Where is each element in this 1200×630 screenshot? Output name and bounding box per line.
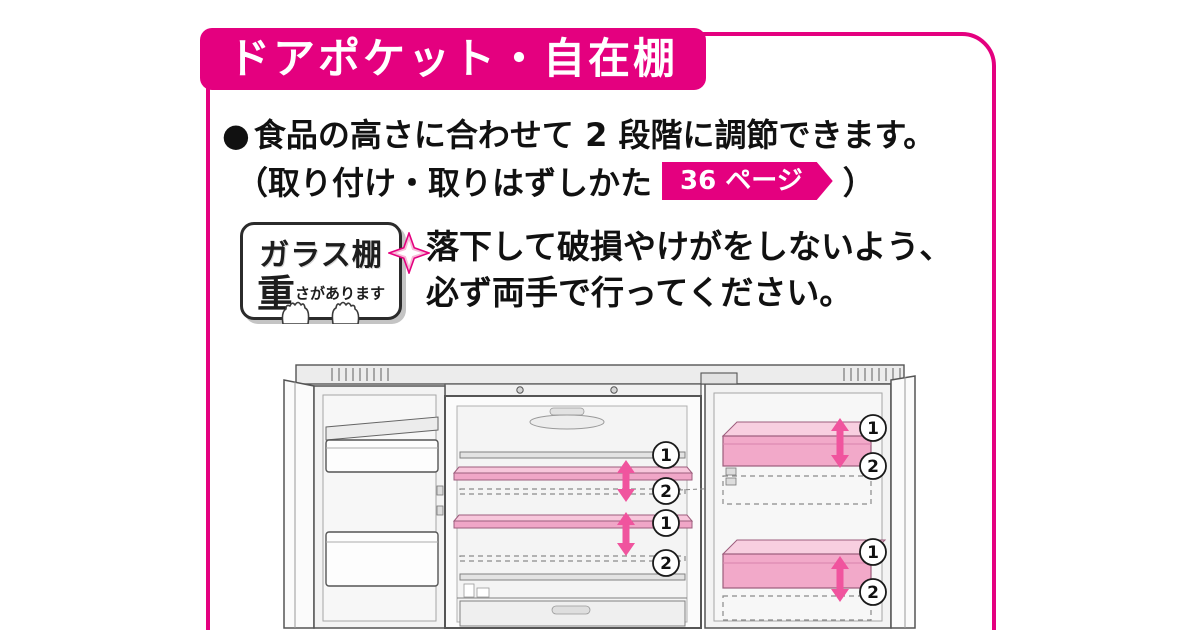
left-door-pocket-lower [325, 531, 439, 587]
hinge-cap-right [610, 386, 618, 394]
hinge-cap-left [516, 386, 524, 394]
intro-line-1: ●食品の高さに合わせて 2 段階に調節できます。 [222, 110, 935, 156]
svg-text:1: 1 [660, 514, 672, 534]
sticker-title: ガラス棚 [259, 238, 383, 273]
svg-text:2: 2 [660, 554, 672, 574]
pocket-upper-position-1-label: 1 [859, 414, 887, 442]
vent-grille-left-icon [331, 368, 389, 381]
fridge-illustration: 1 2 1 2 1 2 1 2 [283, 364, 916, 629]
shelf-gray-upper [459, 451, 686, 459]
intro-text-2-suffix: ） [842, 164, 875, 202]
warning-text: 落下して破損やけがをしないよう、 必ず両手で行ってください。 [426, 224, 952, 316]
warning-line-1: 落下して破損やけがをしないよう、 [426, 227, 953, 266]
svg-text:1: 1 [660, 446, 672, 466]
shelf-alt-position-lower [459, 555, 686, 562]
glass-shelf-warning-sticker: ガラス棚 重さがあります [240, 222, 402, 324]
adjust-arrow-pocket-upper-icon [831, 418, 849, 468]
pocket-alt-position-upper [722, 475, 872, 505]
pocket-lower-position-2-label: 2 [859, 578, 887, 606]
shelf-upper-position-1-label: 1 [652, 441, 680, 469]
intro-line-2: （取り付け・取りはずしかた 36 ページ ） [236, 158, 875, 204]
fridge-interior [444, 395, 702, 629]
left-door [283, 379, 446, 629]
pocket-upper-position-2-label: 2 [859, 452, 887, 480]
svg-text:1: 1 [867, 419, 879, 439]
position-labels: 1 2 1 2 1 2 1 2 [652, 414, 887, 606]
sticker-small-text: さがあります [295, 284, 386, 303]
door-hinge [700, 372, 738, 385]
vent-grille-right-icon [843, 368, 901, 381]
glass-shelf-pink-upper [452, 466, 694, 481]
page-reference-badge: 36 ページ [662, 162, 833, 200]
door-pocket-pink-lower [721, 539, 887, 589]
left-door-pocket-upper [325, 416, 439, 473]
warning-line-2: 必ず両手で行ってください。 [426, 273, 853, 312]
cabinet-top [295, 364, 905, 397]
sticker-subtitle: 重さがあります [243, 275, 399, 313]
adjust-arrow-shelf-lower-icon [617, 512, 635, 556]
adjust-arrow-shelf-upper-icon [617, 460, 635, 502]
shelf-alt-position-upper [459, 488, 686, 495]
intro-text-2-prefix: （取り付け・取りはずしかた [236, 164, 653, 202]
sparkle-icon [388, 232, 430, 274]
shelf-lower-position-2-label: 2 [652, 549, 680, 577]
intro-text-1: 食品の高さに合わせて 2 段階に調節できます。 [253, 116, 936, 154]
section-title: ドアポケット・自在棚 [228, 34, 679, 83]
shelf-lower-position-1-label: 1 [652, 509, 680, 537]
adjust-arrow-pocket-lower-icon [831, 556, 849, 602]
hands-icon [281, 301, 360, 324]
svg-text:2: 2 [867, 457, 879, 477]
svg-text:1: 1 [867, 543, 879, 563]
section-title-badge: ドアポケット・自在棚 [200, 28, 707, 90]
pocket-alt-position-lower [722, 595, 872, 621]
svg-text:2: 2 [660, 482, 672, 502]
shelf-upper-position-2-label: 2 [652, 477, 680, 505]
bullet-marker: ● [222, 116, 250, 154]
glass-shelf-pink-lower [452, 514, 694, 529]
interior-lamp [549, 407, 585, 416]
pocket-lower-position-1-label: 1 [859, 538, 887, 566]
shelf-gray-lower [459, 573, 686, 581]
svg-text:2: 2 [867, 583, 879, 603]
